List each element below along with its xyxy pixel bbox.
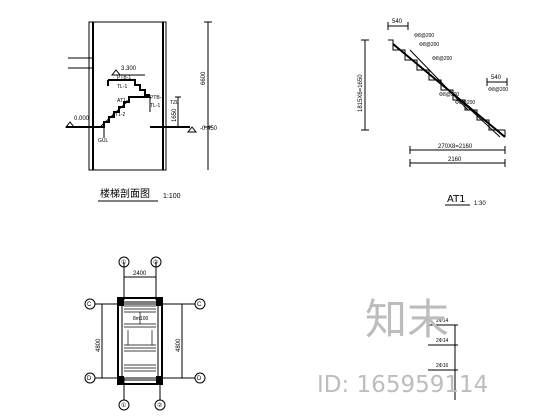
- plan-inner-label: 8m100: [133, 316, 149, 322]
- axis-label: C: [197, 302, 202, 308]
- member-label: TZL: [170, 100, 179, 106]
- at1-rebar-top: [409, 49, 469, 111]
- rebar-label: Φ8@200: [439, 92, 459, 98]
- rebar-label: 2Φ16: [436, 363, 449, 369]
- at1-scale: 1:30: [474, 201, 486, 207]
- dim-lower-text: 1650: [172, 108, 178, 122]
- partial-detail-view: 2Φ14 2Φ14 2Φ16: [428, 318, 458, 400]
- at1-title: AT1: [447, 194, 466, 205]
- section-outline: [88, 21, 167, 171]
- rebar-label: Φ8@200: [419, 42, 439, 48]
- at1-rebar-bottom: [459, 99, 501, 138]
- column: [156, 298, 162, 306]
- member-label: AT1-1: [117, 98, 130, 104]
- rebar-label: Φ8@200: [414, 33, 434, 39]
- elevation-marker: [64, 121, 76, 128]
- section-scale: 1:100: [163, 193, 181, 200]
- plan-hatch: [124, 305, 156, 372]
- member-label: TL-1: [117, 84, 128, 90]
- axis-label: ①: [121, 259, 126, 266]
- axis-label: ②: [157, 402, 162, 409]
- axis-label: D: [197, 376, 202, 382]
- plan-outline: [117, 297, 163, 385]
- at1-dim-mid: 540: [491, 75, 502, 81]
- elevation-marker: [186, 126, 198, 133]
- member-label: GUL: [98, 138, 109, 144]
- member-label: TL-1: [150, 103, 161, 109]
- stair-slab-lower: [99, 99, 130, 128]
- elevation-ground-label: 0.000: [74, 116, 90, 122]
- at1-dim-total: 2160: [448, 157, 462, 163]
- watermark-id: ID: 165959114: [317, 372, 488, 398]
- plan-dim-right: 4800: [176, 338, 182, 352]
- member-label: PTB-1: [117, 75, 131, 81]
- rebar-label: Φ8@200: [455, 100, 475, 106]
- axis-label: ②: [153, 259, 158, 266]
- axis-bubble: [150, 256, 162, 268]
- stair-plan-view: 2400 ① ② C C D D ① ②: [84, 256, 206, 411]
- axis-bubble: [118, 256, 130, 268]
- plan-dim-left: 4800: [96, 338, 102, 352]
- column: [118, 298, 124, 306]
- at1-dim-height: 1815X6=1650: [358, 74, 364, 112]
- plan-dim-width: 2400: [133, 271, 147, 277]
- elevation-landing-label: 3.300: [121, 66, 137, 72]
- axis-label: D: [87, 376, 92, 382]
- axis-label: C: [87, 302, 92, 308]
- at1-dim-run: 270X8=2160: [438, 144, 473, 150]
- member-label: AT1-2: [112, 112, 125, 118]
- stair-section-view: 3.300 0.000 -0.450 6600 1650 PTB-1 TL-1 …: [64, 21, 218, 202]
- at1-dim-top: 540: [392, 19, 403, 25]
- section-title: 楼梯剖面图: [100, 187, 150, 200]
- column: [118, 376, 124, 384]
- at1-detail-view: 540 540 1815X6=1650 270X8=2160 2160 Φ8@2…: [358, 19, 508, 207]
- rebar-label: Φ8@200: [432, 56, 452, 62]
- member-label: PTB-1: [150, 95, 164, 101]
- watermark-logo: 知末: [365, 295, 449, 344]
- axis-label: ①: [121, 402, 126, 409]
- rebar-label: 2Φ14: [436, 318, 449, 324]
- dim-total-text: 6600: [201, 71, 207, 85]
- plan-inner: [121, 301, 159, 381]
- column: [156, 376, 162, 384]
- stair-flight-upper: [108, 79, 150, 96]
- rebar-label: 2Φ14: [436, 338, 449, 344]
- rebar-label: Φ8@200: [488, 87, 508, 93]
- elevation-base-label: -0.450: [200, 126, 218, 132]
